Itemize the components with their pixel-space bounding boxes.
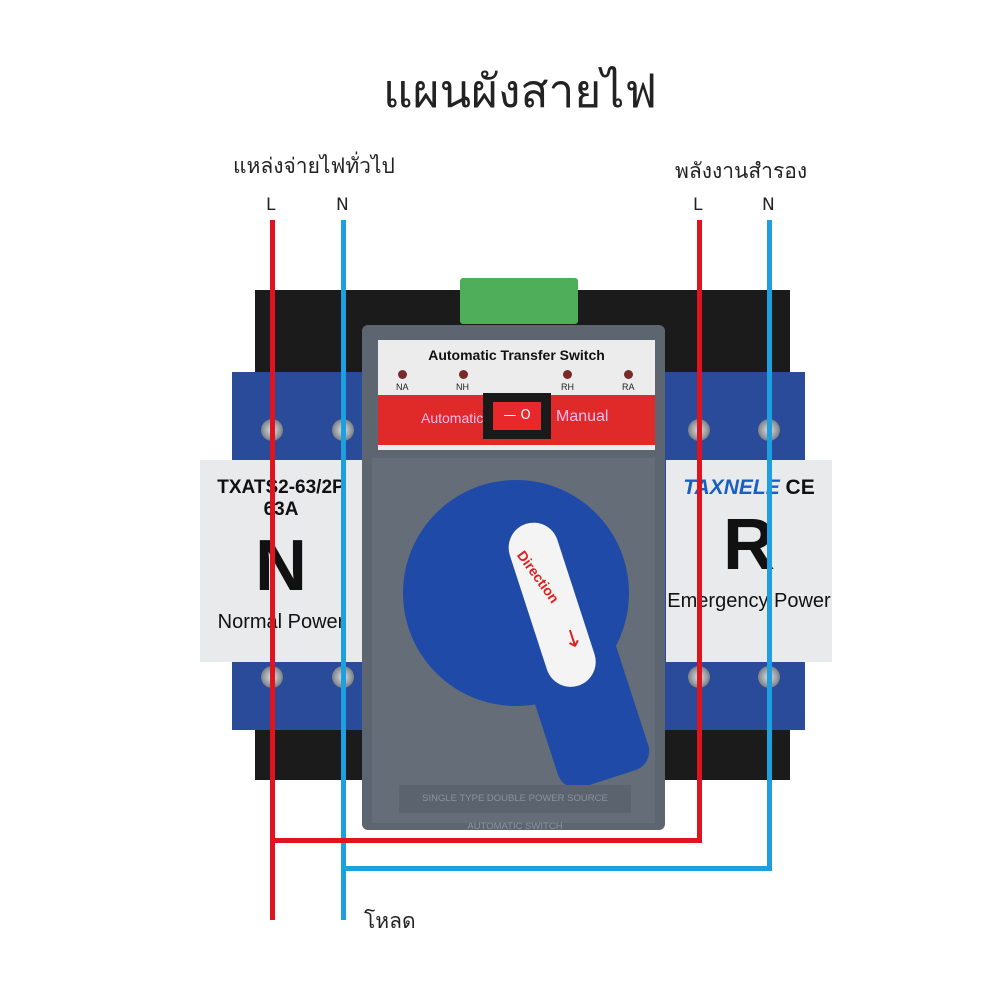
panel-title: Automatic Transfer Switch: [428, 347, 605, 363]
emergency-letter: R: [723, 505, 775, 585]
normal-letter: N: [255, 526, 307, 606]
mode-manual-label: Manual: [556, 408, 609, 425]
backup-N-label: N: [762, 195, 775, 215]
backup-neutral-wire: [767, 220, 772, 871]
backup-live-wire: [697, 220, 702, 843]
normal-N-label: N: [336, 195, 349, 215]
backup-source-label: พลังงานสำรอง: [675, 159, 808, 183]
led-na: NA: [396, 382, 409, 392]
arrow-down-icon: ↓: [558, 622, 587, 656]
emergency-caption: Emergency Power: [667, 590, 831, 612]
normal-power-label-plate: TXATS2-63/2P 63A N Normal Power: [200, 460, 362, 662]
led-nh: NH: [456, 382, 469, 392]
led-rh: RH: [561, 382, 574, 392]
brand-logo: TAXNELE CE: [683, 476, 815, 499]
mode-automatic-label: Automatic: [421, 410, 484, 426]
terminal-block: [460, 278, 578, 324]
backup-L-label: L: [693, 195, 703, 215]
diagram-title: แผนผังสายไฟ: [382, 64, 658, 118]
emergency-power-label-plate: TAXNELE CE R Emergency Power: [666, 460, 832, 662]
direction-label: Direction: [513, 547, 563, 606]
normal-L-label: L: [266, 195, 276, 215]
load-label: โหลด: [364, 909, 416, 933]
normal-neutral-wire: [341, 220, 346, 920]
normal-live-wire: [270, 220, 275, 920]
led-ra: RA: [622, 382, 635, 392]
neutral-bridge-wire: [341, 866, 772, 871]
normal-caption: Normal Power: [217, 611, 345, 633]
mode-rocker-switch[interactable]: — O: [483, 393, 551, 439]
model-number: TXATS2-63/2P 63A: [217, 477, 345, 520]
normal-source-label: แหล่งจ่ายไฟทั่วไป: [233, 154, 395, 178]
bottom-nameplate: SINGLE TYPE DOUBLE POWER SOURCE AUTOMATI…: [399, 785, 631, 832]
ce-mark: CE: [785, 476, 815, 499]
live-bridge-wire: [270, 838, 702, 843]
